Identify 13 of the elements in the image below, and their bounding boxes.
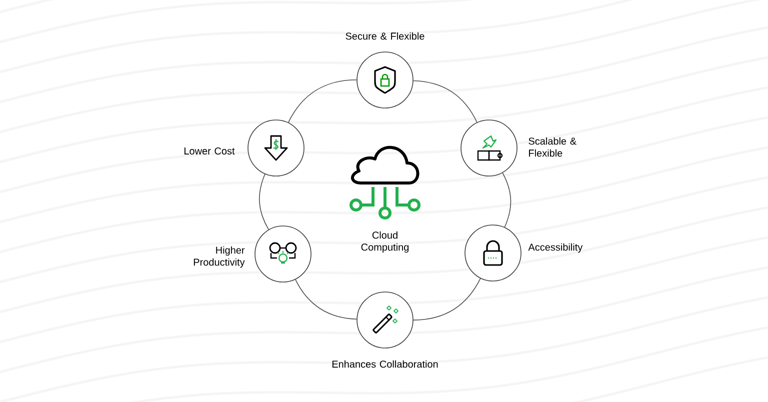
ring-arc <box>288 79 357 123</box>
feature-label: Higher Productivity <box>194 246 245 268</box>
ring-arc <box>413 80 478 123</box>
ring-arc <box>413 278 481 320</box>
feature-label: Scalable & Flexible <box>528 137 576 157</box>
ring-arc <box>502 172 512 228</box>
feature-label: Secure & Flexible <box>346 32 424 40</box>
ring-arc <box>295 279 358 320</box>
ring-arc <box>259 174 269 230</box>
center-label: Cloud Computing <box>361 231 409 253</box>
feature-label: Enhances Collaboration <box>332 360 438 368</box>
feature-label: Accessibility <box>528 243 583 253</box>
feature-label: Lower Cost <box>184 147 235 155</box>
